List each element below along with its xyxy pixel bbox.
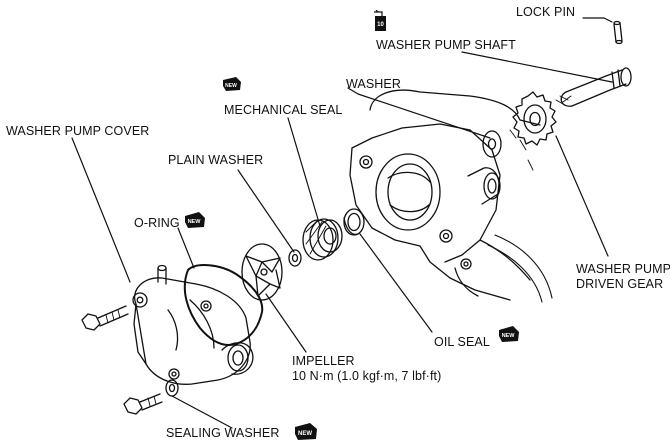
plain-washer-part — [288, 249, 302, 267]
pump-cover-part — [132, 264, 254, 385]
label-impeller-torque: 10 N·m (1.0 kgf·m, 7 lbf·ft) — [292, 369, 442, 383]
pump-shaft-part — [555, 67, 632, 107]
engine-case — [349, 89, 553, 303]
label-washer-pump-cover: WASHER PUMP COVER — [6, 124, 150, 138]
lubricate-oil-can-icon: 10 — [372, 9, 388, 37]
o-ring-part — [183, 264, 264, 346]
label-sealing-washer: SEALING WASHER — [166, 426, 280, 440]
svg-text:NEW: NEW — [502, 333, 516, 339]
washer-part — [482, 130, 502, 158]
label-washer-pump-driven-gear-line1: WASHER PUMP — [576, 262, 670, 276]
svg-text:NEW: NEW — [225, 83, 237, 89]
svg-text:NEW: NEW — [188, 219, 202, 225]
lock-pin-part — [613, 20, 623, 45]
label-washer-pump-shaft: WASHER PUMP SHAFT — [376, 38, 516, 52]
svg-text:NEW: NEW — [298, 431, 312, 437]
label-impeller: IMPELLER — [292, 354, 355, 368]
label-lock-pin: LOCK PIN — [516, 5, 576, 19]
label-oil-seal: OIL SEAL — [434, 335, 490, 349]
new-part-badge-sealing-washer: NEW — [294, 422, 318, 446]
new-part-badge-o-ring: NEW — [184, 211, 206, 234]
label-mechanical-seal: MECHANICAL SEAL — [224, 103, 343, 117]
new-part-badge-mechanical-seal: NEW — [222, 76, 242, 97]
new-part-badge-oil-seal: NEW — [498, 325, 520, 348]
label-plain-washer: PLAIN WASHER — [168, 153, 264, 167]
label-washer: WASHER — [346, 77, 402, 91]
svg-text:10: 10 — [377, 22, 384, 28]
driven-gear-part — [512, 91, 557, 146]
bolt-upper — [81, 305, 129, 331]
mechanical-seal-part — [302, 218, 343, 261]
label-o-ring: O-RING — [134, 216, 180, 230]
impeller-part — [241, 243, 283, 301]
leader-lines — [71, 17, 613, 429]
oil-seal-part — [343, 208, 365, 236]
bolt-lower — [123, 393, 163, 415]
label-washer-pump-driven-gear-line2: DRIVEN GEAR — [576, 277, 664, 291]
